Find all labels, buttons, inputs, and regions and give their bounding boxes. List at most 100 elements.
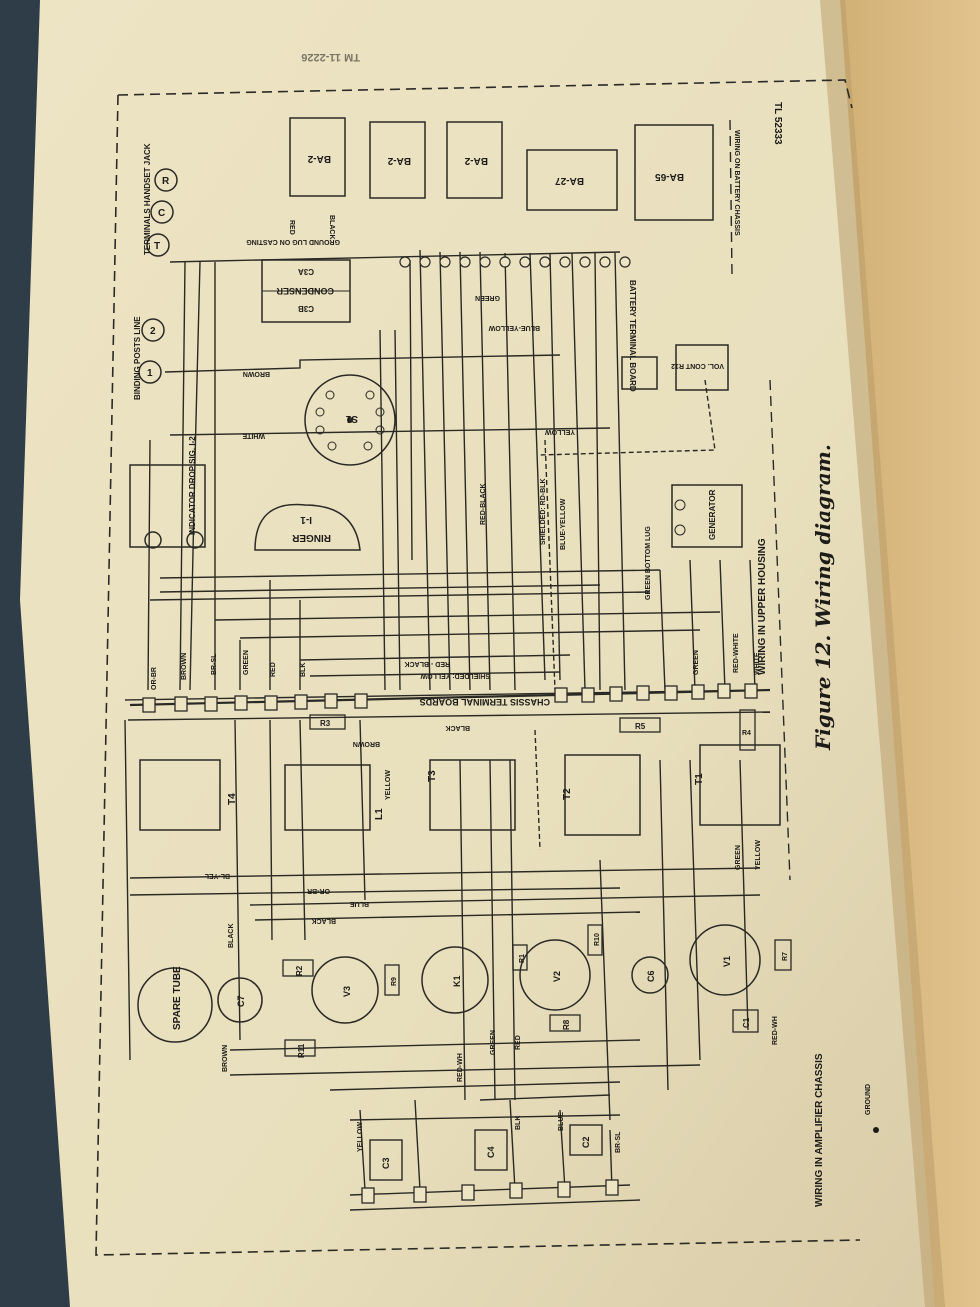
tube-v2: V2 bbox=[552, 971, 562, 982]
binding-posts: 2 1 BINDING POSTS LINE bbox=[133, 316, 165, 400]
wire-label: RED bbox=[270, 662, 277, 677]
chassis-boards-label: CHASSIS TERMINAL BOARDS bbox=[420, 697, 550, 707]
battery-terminal-board bbox=[399, 256, 631, 268]
binding-pin-2: 2 bbox=[150, 326, 156, 337]
wire-label: RED-WHITE bbox=[733, 633, 740, 673]
r10-label: R10 bbox=[594, 933, 601, 946]
wire-label: RED - BLACK bbox=[405, 660, 451, 667]
battery-ba2-2 bbox=[369, 121, 426, 199]
transformer-t4: T4 bbox=[227, 793, 238, 805]
battery-ba27 bbox=[526, 149, 618, 211]
cap-c3: C3 bbox=[381, 1157, 391, 1169]
wire-label: OR-BR bbox=[151, 667, 158, 690]
wire-label: BLACK bbox=[312, 917, 337, 924]
battery-board-label: BATTERY TERMINAL BOARD bbox=[628, 280, 637, 392]
tube-v3: V3 bbox=[342, 986, 352, 997]
doc-number: TL 52333 bbox=[772, 102, 783, 145]
wire-label: SHIELDED: YELLOW bbox=[420, 672, 490, 679]
bottom-capacitors bbox=[369, 1124, 603, 1181]
page-header: TM 11-2226 bbox=[301, 51, 360, 63]
wire-label: BLUE-YELLOW bbox=[560, 498, 567, 550]
wire-label: RED-WH bbox=[772, 1016, 779, 1045]
battery-border bbox=[729, 119, 733, 276]
transformer-l1: L1 bbox=[374, 808, 385, 820]
wire-label: BLK bbox=[515, 1116, 522, 1130]
binding-posts-label: BINDING POSTS LINE bbox=[133, 316, 142, 400]
battery-label: BA-2 bbox=[307, 153, 331, 164]
battery-ba65 bbox=[634, 124, 714, 221]
wire-label: BLUE bbox=[350, 900, 369, 907]
r5-label: R5 bbox=[635, 722, 646, 731]
wire-label: BLACK bbox=[328, 215, 335, 240]
battery-chassis-label: WIRING ON BATTERY CHASSIS bbox=[733, 130, 740, 236]
wire-label: BLUE bbox=[558, 1112, 565, 1131]
page-shadow bbox=[820, 0, 945, 1307]
handset-pin-r: R bbox=[162, 176, 170, 187]
binding-pin-1: 1 bbox=[147, 368, 153, 379]
wire-label: BLUE-YELLOW bbox=[488, 324, 540, 331]
wire-label: BLACK bbox=[228, 924, 235, 949]
ground-dot bbox=[873, 1127, 879, 1133]
wire-label: OR-BR bbox=[307, 887, 330, 894]
ground-lug-label: GROUND LUG ON CASTING bbox=[246, 238, 340, 245]
indicator-label: INDICATOR DROP SIG. I-2 bbox=[188, 436, 197, 535]
wire-label: GREEN bbox=[243, 650, 250, 675]
battery-ba2-3 bbox=[446, 121, 503, 199]
wire-label: BROWN bbox=[353, 740, 380, 747]
wire-label: YELLOW bbox=[385, 770, 392, 800]
wire-label: BROWN bbox=[243, 370, 270, 377]
wire-label: GREEN bbox=[693, 650, 700, 675]
battery-label: BA-2 bbox=[464, 155, 488, 166]
cap-c6: C6 bbox=[646, 970, 656, 982]
battery-label: BA-2 bbox=[387, 155, 411, 166]
bottom-terminal-strip bbox=[361, 1179, 619, 1204]
wire-label: RED-WH bbox=[457, 1053, 464, 1082]
ringer: RINGER I-1 bbox=[254, 503, 361, 551]
condenser-c3: CONDENSER C3A C3B GROUND LUG ON CASTING bbox=[246, 238, 351, 323]
book-page bbox=[20, 0, 935, 1307]
wire-label: SHIELDED: RD-BLK bbox=[540, 479, 547, 546]
wire-label: YELLOW bbox=[545, 428, 575, 435]
ringer-id: I-1 bbox=[300, 514, 312, 525]
tube-v1: V1 bbox=[722, 956, 732, 967]
r11-label: R11 bbox=[297, 1043, 306, 1058]
upper-housing-border bbox=[769, 379, 791, 881]
wire-label: GREEN bbox=[735, 845, 742, 870]
wire-label: RED bbox=[515, 1035, 522, 1050]
c3a-label: C3A bbox=[298, 267, 314, 276]
r9-label: R9 bbox=[391, 977, 398, 986]
r2-label: R2 bbox=[295, 965, 304, 976]
wire-label: BROWN bbox=[181, 653, 188, 680]
c3b-label: C3B bbox=[298, 304, 314, 313]
ground-label: GROUND bbox=[865, 1084, 872, 1115]
transformer-t1: T1 bbox=[694, 773, 705, 785]
generator-label: GENERATOR bbox=[708, 489, 717, 540]
wire-label: BLACK bbox=[446, 724, 471, 731]
transformer-t2: T2 bbox=[562, 788, 573, 800]
figure-caption: Figure 12. Wiring diagram. bbox=[811, 444, 835, 751]
wire-label: BROWN bbox=[222, 1045, 229, 1072]
switch-label: S1 bbox=[345, 413, 358, 424]
c1-label: C1 bbox=[742, 1017, 751, 1028]
wire-label: WHITE bbox=[754, 652, 761, 675]
r1-label: R1 bbox=[519, 954, 526, 963]
r4-label: R4 bbox=[742, 730, 751, 737]
r3-label: R3 bbox=[320, 719, 331, 728]
r8-label: R8 bbox=[562, 1019, 571, 1030]
indicator-drop: INDICATOR DROP SIG. I-2 bbox=[129, 436, 206, 549]
upper-housing-label: WIRING IN UPPER HOUSING bbox=[757, 538, 768, 675]
amplifier-chassis-border bbox=[117, 79, 853, 109]
wire-label: BR-SL bbox=[211, 653, 218, 675]
wire-label: GREEN bbox=[475, 294, 500, 301]
battery-ba2-1 bbox=[289, 117, 346, 197]
transformer-t3: T3 bbox=[427, 770, 438, 782]
wire-label: BLK bbox=[300, 663, 307, 677]
generator: GENERATOR GREEN BOTTOM LUG bbox=[645, 484, 743, 600]
cap-c2: C2 bbox=[581, 1136, 591, 1148]
wiring-diagram: BA-2 BA-2 BA-2 BA-27 BA-65 BATTERY TERMI… bbox=[95, 79, 879, 1256]
handset-pin-c: C bbox=[158, 208, 165, 219]
tube-k1: K1 bbox=[452, 975, 462, 987]
wire-label: BL-YEL bbox=[204, 872, 230, 879]
cap-c7: C7 bbox=[236, 995, 246, 1007]
